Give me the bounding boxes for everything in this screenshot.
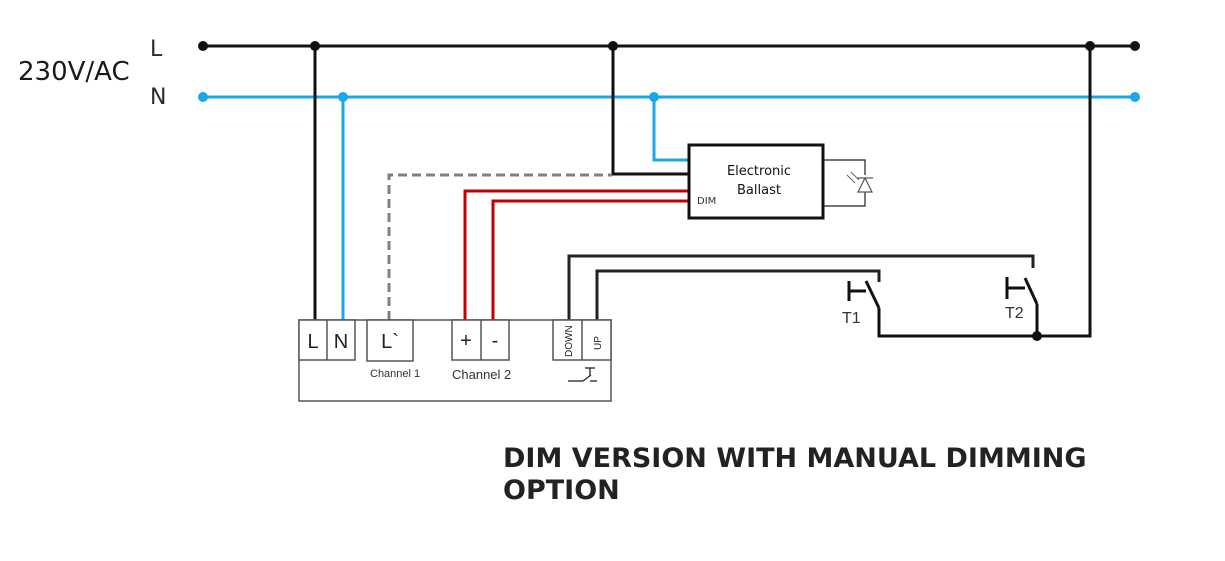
terminal-l: L: [307, 331, 318, 353]
switch-t2-label: T2: [1005, 305, 1024, 322]
terminal-up: UP: [593, 336, 604, 350]
pushbutton-icon: [568, 367, 597, 382]
led-diode-icon: [823, 159, 873, 207]
channel1-label: Channel 1: [370, 368, 420, 380]
ballast-neutral-wire: [652, 97, 689, 162]
switch-line-wire: [1037, 46, 1092, 338]
terminal-minus: -: [492, 330, 499, 352]
terminal-l-switched: L`: [381, 331, 399, 353]
switch-junction-node: [1032, 331, 1042, 341]
terminal-n: N: [334, 331, 348, 353]
up-wire: [595, 269, 881, 320]
terminal-down: DOWN: [564, 325, 575, 357]
line-label: L: [150, 37, 163, 62]
ballast-label-line1: Electronic: [727, 164, 791, 179]
ballast-label-line2: Ballast: [737, 183, 781, 198]
line-bus-start-node: [198, 41, 208, 51]
channel2-label: Channel 2: [452, 367, 511, 382]
pushbutton-t1-icon: [847, 280, 881, 309]
neutral-bus-start-node: [198, 92, 208, 102]
ballast-line-wire: [611, 46, 689, 176]
dim-plus-wire: [463, 189, 689, 320]
electronic-ballast-box: [687, 143, 825, 220]
line-bus-end-node: [1130, 41, 1140, 51]
down-wire: [567, 254, 1035, 320]
dim-minus-wire: [491, 199, 689, 320]
terminal-block-channel1: [366, 319, 414, 362]
switch-t1-label: T1: [842, 310, 861, 327]
neutral-label: N: [150, 85, 166, 110]
ballast-dim-label: DIM: [697, 196, 716, 207]
channel1-dashed-wire: [387, 173, 612, 320]
terminal-plus: +: [460, 330, 472, 352]
caption-line2: OPTION: [503, 475, 620, 506]
caption-line1: DIM VERSION WITH MANUAL DIMMING: [503, 443, 1087, 474]
switch-common-wire: [877, 308, 1037, 338]
supply-voltage-label: 230V/AC: [18, 57, 130, 87]
pushbutton-t2-icon: [1005, 277, 1039, 305]
neutral-bus-end-node: [1130, 92, 1140, 102]
